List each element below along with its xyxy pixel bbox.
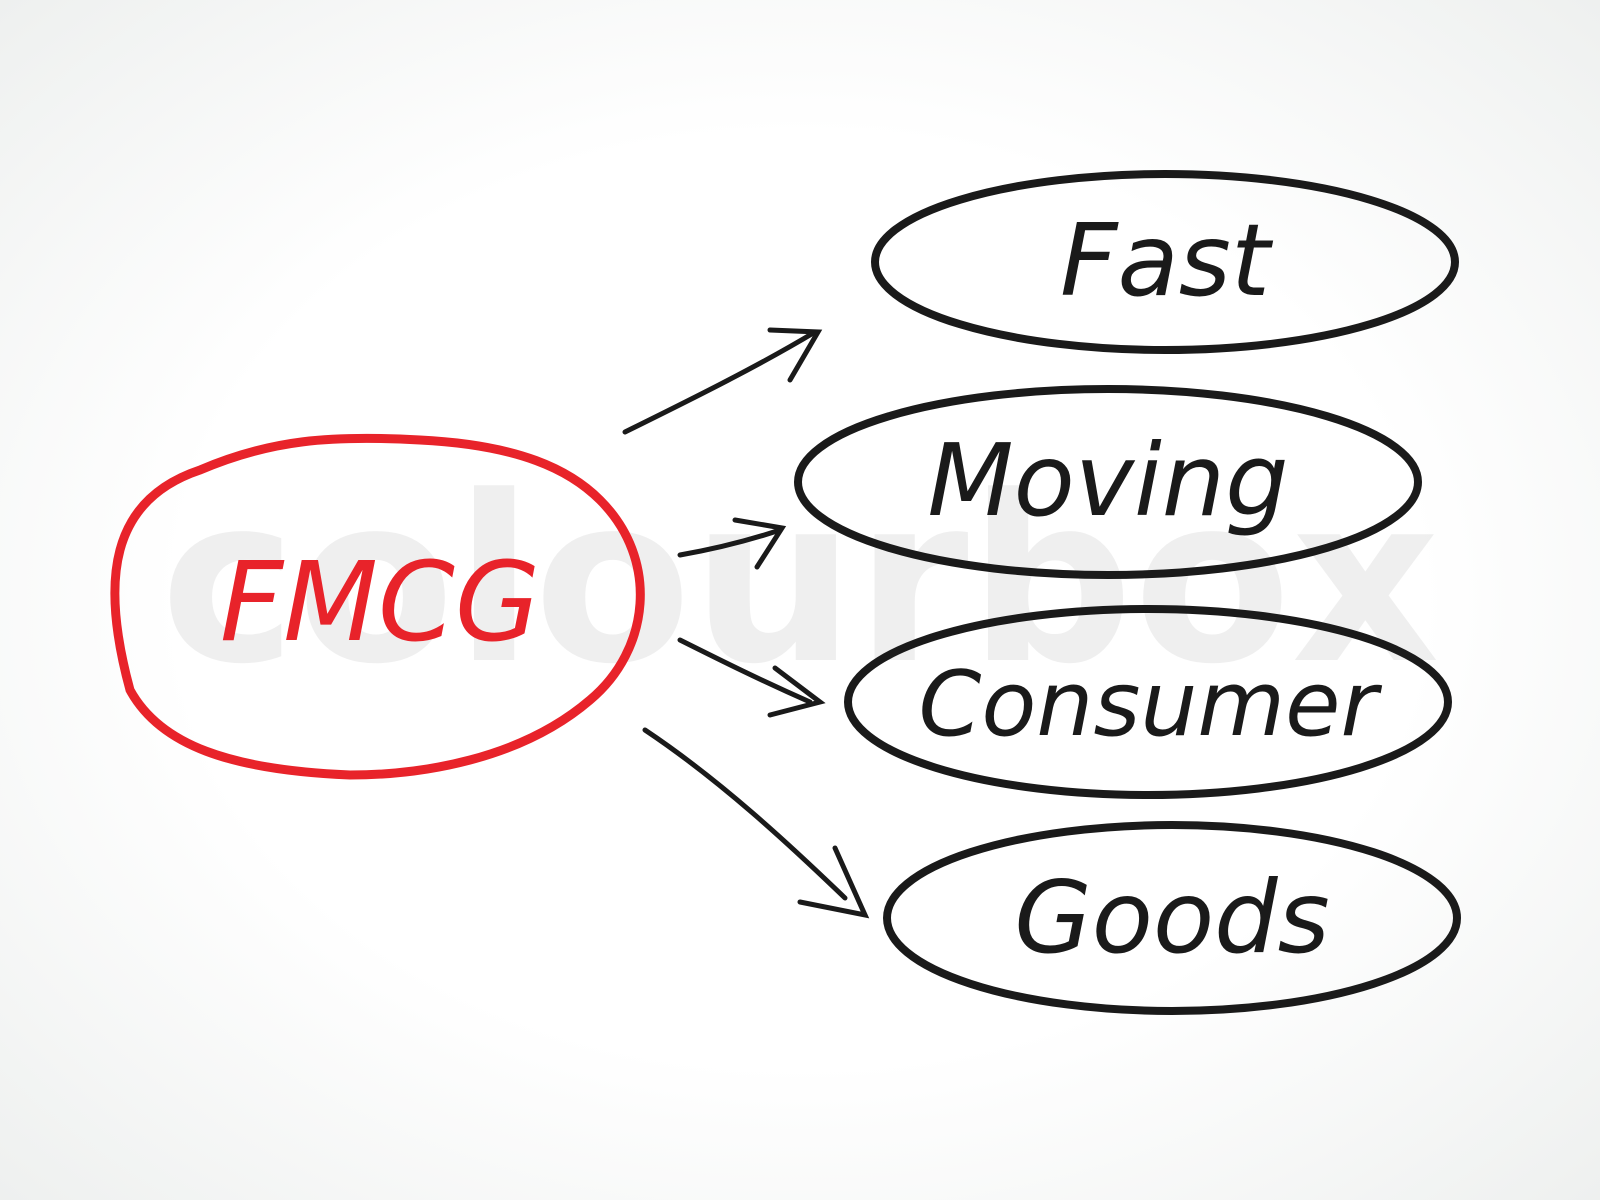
- arrow-to-consumer: [677, 637, 826, 718]
- node-goods: Goods: [883, 821, 1461, 1015]
- arrow-to-goods: [642, 727, 870, 919]
- node-label: Moving: [927, 422, 1288, 539]
- center-label: FMCG: [220, 538, 540, 666]
- node-label: Consumer: [919, 652, 1383, 757]
- arrow-to-fast: [622, 327, 823, 435]
- node-consumer: Consumer: [844, 605, 1452, 799]
- node-moving: Moving: [794, 385, 1422, 579]
- arrows: [622, 327, 870, 919]
- node-label: Fast: [1060, 202, 1274, 319]
- node-label: Goods: [1014, 859, 1329, 976]
- center-ellipse: [110, 433, 645, 780]
- node-fast: Fast: [871, 170, 1459, 354]
- arrow-to-moving: [677, 517, 787, 570]
- center-node: FMCG: [110, 433, 645, 780]
